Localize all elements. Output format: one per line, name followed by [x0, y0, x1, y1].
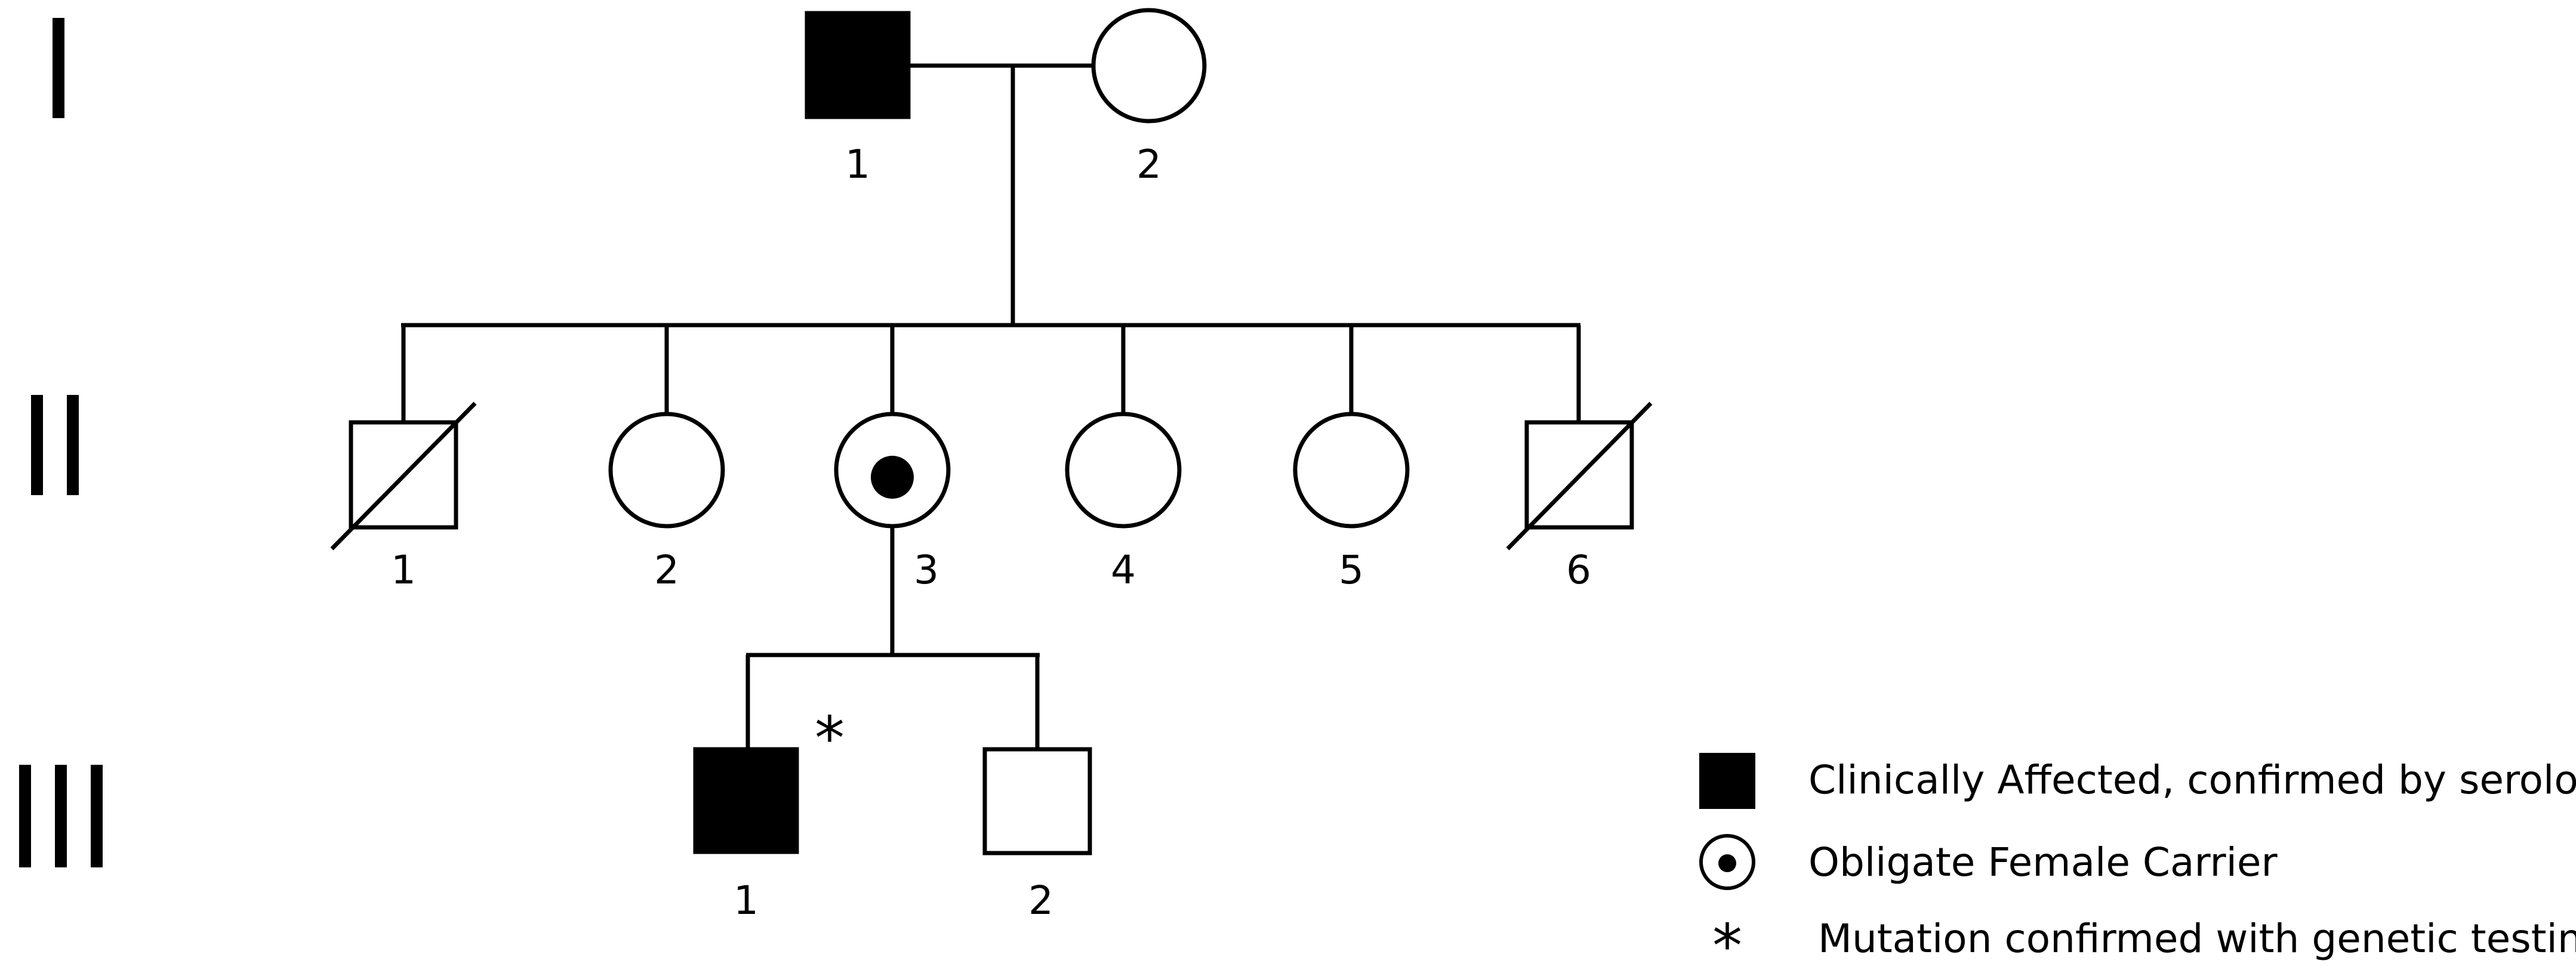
legend-item-mutation: * Mutation confirmed with genetic testin…: [1712, 911, 2576, 970]
affected-male-symbol: [805, 11, 911, 119]
legend: Clinically Affected, confirmed by serolo…: [1699, 753, 2576, 970]
individual-II-6: 6: [1506, 401, 1653, 593]
individual-II-2: 2: [608, 412, 725, 593]
individual-I-2: 2: [1091, 8, 1207, 187]
carrier-dot: [871, 456, 914, 499]
affected-male-symbol: [693, 747, 799, 854]
unaffected-female-symbol: [608, 412, 725, 529]
unaffected-female-symbol: [1091, 8, 1207, 123]
deceased-slash: [330, 401, 477, 551]
individual-label: 4: [1111, 547, 1136, 593]
individual-II-4: 4: [1065, 412, 1182, 593]
legend-text: Obligate Female Carrier: [1808, 839, 2278, 885]
individual-label: 6: [1566, 547, 1591, 593]
asterisk-icon: *: [815, 703, 845, 773]
individual-label: 3: [914, 547, 939, 593]
individual-label: 5: [1339, 547, 1364, 593]
individual-label: 1: [391, 547, 416, 593]
individual-II-1: 1: [330, 401, 477, 593]
individual-label: 2: [1136, 141, 1161, 187]
unaffected-male-symbol: [982, 747, 1092, 855]
legend-item-affected: Clinically Affected, confirmed by serolo…: [1699, 753, 2576, 809]
legend-text: Clinically Affected, confirmed by serolo…: [1808, 757, 2576, 803]
individual-label: 2: [654, 547, 679, 593]
unaffected-female-symbol: [1293, 412, 1410, 529]
unaffected-female-symbol: [1065, 412, 1182, 529]
individual-III-2: 2: [982, 747, 1092, 923]
generation-label-II: [31, 395, 79, 495]
connector-lines: [401, 63, 1581, 749]
carrier-dot-icon: [1718, 854, 1736, 872]
individual-I-1: 1: [805, 11, 911, 187]
filled-square-icon: [1699, 753, 1755, 809]
individual-label: 2: [1028, 878, 1053, 923]
individual-II-5: 5: [1293, 412, 1410, 593]
individual-label: 1: [734, 878, 759, 923]
individual-label: 1: [845, 141, 870, 187]
generation-label-I: [53, 18, 64, 118]
generation-label-III: [19, 765, 103, 867]
individual-II-3: 3: [834, 412, 951, 593]
deceased-slash: [1506, 401, 1653, 551]
legend-item-carrier: Obligate Female Carrier: [1699, 834, 2278, 890]
individual-III-1: * 1: [693, 703, 845, 923]
legend-text: Mutation confirmed with genetic testing: [1818, 916, 2576, 962]
asterisk-icon: *: [1712, 911, 1742, 970]
